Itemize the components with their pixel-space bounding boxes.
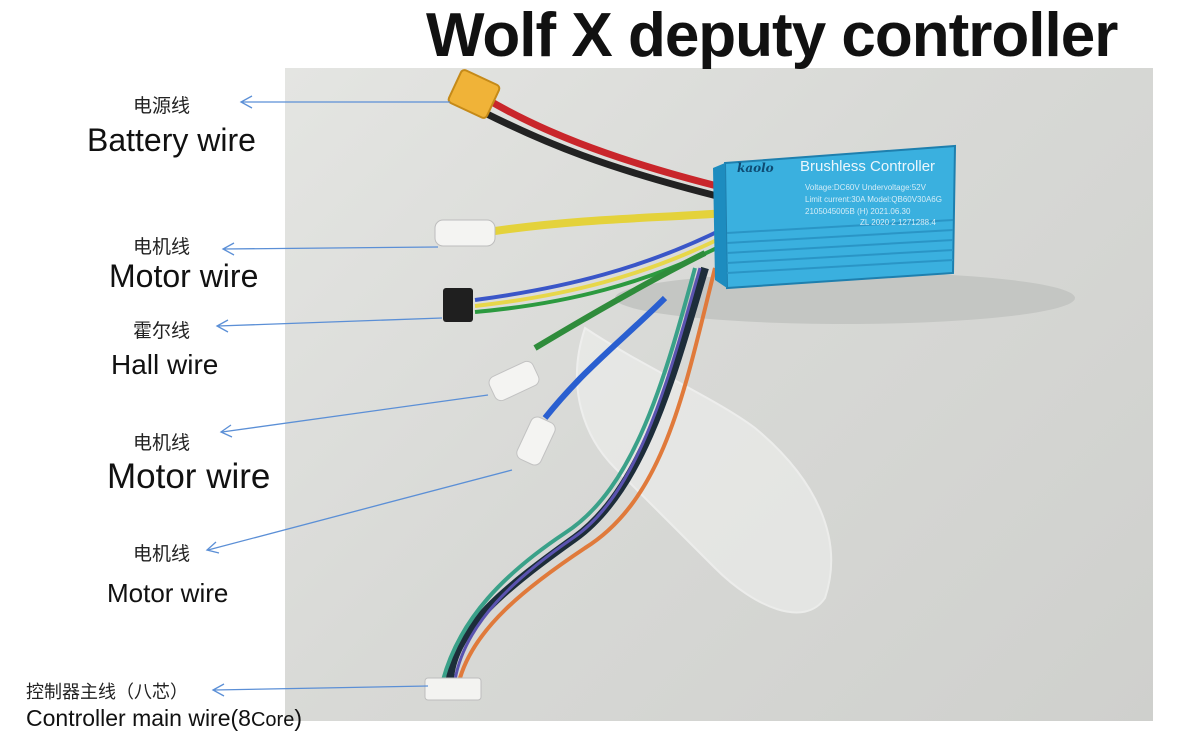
hall-wire-yellow [474, 234, 726, 308]
main-arrow [213, 685, 429, 691]
motor1-arrowhead [221, 242, 235, 256]
motor3-arrow [207, 469, 513, 551]
motor2-label-cn: 电机线 [133, 432, 191, 454]
battery-label-cn: 电源线 [133, 95, 191, 117]
main-arrowhead [211, 683, 225, 697]
page-title: Wolf X deputy controller [426, 1, 1118, 70]
motor-wire-green [533, 250, 707, 351]
hall-label-en: Hall wire [111, 349, 219, 380]
main-connector [424, 677, 482, 701]
motor-wire-blue [542, 295, 668, 420]
motor3-label-cn: 电机线 [133, 543, 191, 565]
motor1-label-en: Motor wire [109, 258, 259, 294]
product-photo: kaolo Brushless Controller Voltage:DC60V… [285, 68, 1153, 721]
hall-connector [443, 288, 473, 322]
controller-spec-1: Voltage:DC60V Undervoltage:52V [805, 183, 927, 192]
motor-connector-2 [488, 360, 540, 402]
hall-label-cn: 霍尔线 [133, 320, 191, 342]
controller-name: Brushless Controller [800, 158, 935, 175]
motor2-arrowhead [219, 424, 233, 438]
motor-connector-1 [434, 219, 496, 247]
hall-arrowhead [215, 319, 229, 333]
motor2-arrow [221, 394, 489, 433]
controller-box: kaolo Brushless Controller Voltage:DC60V… [713, 144, 957, 290]
controller-spec-4: ZL 2020 2 1271288.4 [860, 218, 936, 227]
motor-wire-yellow [494, 209, 726, 235]
main-harness-orange [458, 267, 717, 679]
battery-connector [447, 69, 501, 119]
main-label-cn: 控制器主线（八芯） [26, 682, 188, 703]
motor-connector-3 [516, 416, 556, 466]
plastic-bag [576, 326, 833, 614]
main-harness-teal [441, 267, 697, 681]
hall-arrow [217, 317, 443, 327]
main-label-en-text: Controller main wire(8 [26, 705, 251, 731]
motor1-label-cn: 电机线 [133, 236, 191, 258]
motor3-arrowhead [205, 541, 220, 554]
battery-wire-black [483, 109, 726, 202]
motor3-label-en: Motor wire [107, 578, 229, 608]
controller-spec-3: 2105045005B (H) 2021.06.30 [805, 207, 911, 216]
main-label-en-end: ) [294, 705, 302, 731]
motor2-label-en: Motor wire [107, 457, 271, 496]
motor1-arrow [223, 246, 439, 250]
controller-brand: kaolo [737, 161, 774, 175]
controller-spec-2: Limit current:30A Model:QB60V30A6G [805, 195, 942, 204]
main-harness-purple [453, 267, 702, 681]
main-label-en: Controller main wire(8Core) [26, 705, 302, 732]
controller-photo-drawing: kaolo Brushless Controller Voltage:DC60V… [424, 69, 1075, 701]
main-label-en-core: Core [250, 709, 295, 731]
battery-label-en: Battery wire [87, 122, 256, 158]
battery-wire-red [483, 94, 726, 192]
battery-arrowhead [239, 95, 253, 109]
hall-wire-blue [474, 226, 726, 302]
